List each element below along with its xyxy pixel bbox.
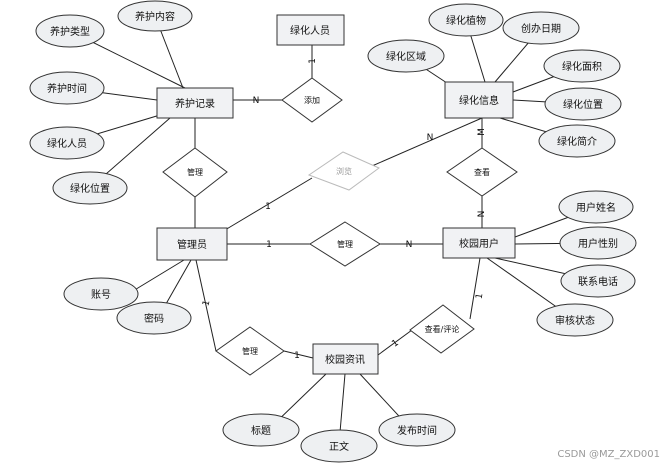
attr-green-location-left: 绿化位置 — [52, 171, 128, 205]
rel-label: 管理 — [337, 239, 353, 249]
attr-title: 标题 — [222, 413, 300, 447]
entity-label: 绿化人员 — [290, 24, 330, 37]
cardinality-label: M — [477, 128, 487, 136]
watermark: CSDN @MZ_ZXD001 — [557, 449, 660, 460]
attr-green-area-region: 绿化区域 — [367, 39, 445, 73]
attr-label: 正文 — [329, 440, 349, 453]
attr-label: 发布时间 — [397, 424, 437, 437]
rel-view: 查看 — [446, 147, 518, 197]
attr-label: 审核状态 — [555, 314, 595, 327]
attr-label: 账号 — [91, 289, 111, 301]
cardinality-label: N — [427, 133, 434, 143]
attr-label: 绿化位置 — [563, 98, 603, 111]
cardinality-label: 1 — [201, 299, 212, 307]
attr-label: 绿化植物 — [446, 14, 486, 27]
cardinality-label: 1 — [390, 338, 400, 349]
attr-audit-status: 审核状态 — [536, 303, 614, 337]
rel-label: 添加 — [304, 95, 320, 105]
attr-create-date: 创办日期 — [502, 11, 580, 45]
attr-label: 养护时间 — [47, 82, 87, 95]
cardinality-label: N — [477, 211, 487, 218]
attr-user-gender: 用户性别 — [559, 226, 637, 260]
rel-label: 查看/评论 — [425, 324, 460, 334]
attr-label: 用户姓名 — [576, 201, 616, 214]
attr-label: 绿化区域 — [386, 50, 426, 63]
entity-label: 养护记录 — [175, 97, 215, 110]
attr-label: 养护内容 — [135, 10, 175, 23]
cardinality-label: 1 — [266, 240, 272, 250]
rel-manage-mid: 管理 — [309, 221, 381, 267]
rel-label: 浏览 — [336, 166, 352, 176]
rel-browse: 浏览 — [307, 151, 380, 191]
attr-label: 绿化人员 — [47, 137, 87, 150]
attr-body: 正文 — [300, 429, 378, 463]
entity-green-staff: 绿化人员 — [276, 14, 345, 46]
attr-label: 绿化简介 — [557, 135, 597, 148]
cardinality-label: 1 — [308, 58, 318, 64]
entity-label: 绿化信息 — [459, 94, 499, 107]
attr-maint-content: 养护内容 — [117, 0, 193, 32]
rel-add: 添加 — [281, 77, 343, 123]
entity-campus-news: 校园资讯 — [312, 343, 379, 375]
attr-label: 创办日期 — [521, 22, 561, 35]
rel-label: 查看 — [474, 167, 490, 177]
attr-user-name: 用户姓名 — [558, 190, 634, 224]
attr-green-area-size: 绿化面积 — [543, 49, 621, 83]
attr-label: 绿化面积 — [562, 60, 602, 73]
attr-green-location-right: 绿化位置 — [544, 87, 622, 121]
cardinality-label: 1 — [294, 351, 300, 361]
attr-label: 联系电话 — [578, 275, 618, 288]
rel-manage-bottom: 管理 — [215, 326, 285, 376]
entity-label: 校园用户 — [459, 237, 499, 250]
cardinality-labels: N 1 N M 1 N 1 N 1 1 1 1 — [201, 58, 487, 361]
rel-label: 管理 — [187, 167, 203, 177]
cardinality-label: N — [253, 96, 260, 106]
cardinality-label: 1 — [475, 292, 486, 299]
attr-label: 标题 — [251, 425, 271, 437]
rel-label: 管理 — [242, 346, 258, 356]
entity-campus-user: 校园用户 — [442, 227, 516, 259]
entity-green-info: 绿化信息 — [444, 81, 514, 119]
attr-password: 密码 — [116, 301, 192, 335]
attr-maint-time: 养护时间 — [29, 71, 105, 105]
attr-label: 用户性别 — [578, 237, 618, 250]
entity-label: 校园资讯 — [325, 353, 365, 366]
entity-maintenance-record: 养护记录 — [156, 87, 234, 119]
cardinality-label: 1 — [265, 202, 271, 212]
rel-manage-left: 管理 — [162, 147, 228, 198]
attr-label: 密码 — [144, 312, 164, 325]
attr-phone: 联系电话 — [560, 264, 636, 298]
attr-label: 绿化位置 — [70, 182, 110, 195]
rel-view-comment: 查看/评论 — [409, 304, 475, 354]
cardinality-label: N — [406, 240, 413, 250]
attr-account: 账号 — [63, 277, 139, 311]
entity-admin: 管理员 — [156, 227, 228, 261]
attr-publish-time: 发布时间 — [378, 413, 456, 447]
attr-maint-type: 养护类型 — [35, 14, 105, 48]
attr-green-staff: 绿化人员 — [29, 126, 105, 160]
entity-label: 管理员 — [177, 238, 207, 251]
attr-green-plant: 绿化植物 — [428, 3, 504, 37]
attr-green-intro: 绿化简介 — [538, 124, 616, 158]
attr-label: 养护类型 — [50, 25, 90, 38]
